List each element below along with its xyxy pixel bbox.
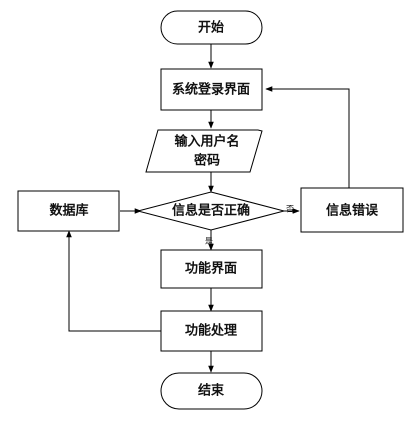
node-labels: 开始 系统登录界面 输入用户名 密码 信息是否正确 信息错误 数据库 功能界面 … xyxy=(49,20,379,399)
database-label: 数据库 xyxy=(49,203,88,219)
input-label-line2: 密码 xyxy=(193,153,220,169)
start-label: 开始 xyxy=(198,20,224,36)
edges xyxy=(66,44,350,373)
edge-funcproc-to-database xyxy=(66,230,161,332)
database-box xyxy=(17,190,120,232)
error-box xyxy=(300,187,404,233)
check-label: 信息是否正确 xyxy=(172,203,250,219)
check-diamond xyxy=(136,191,286,231)
edge-label-no: 否 xyxy=(286,205,294,214)
login-box xyxy=(160,68,263,111)
end-terminator xyxy=(160,372,263,410)
nodes xyxy=(17,10,404,410)
func-proc-box xyxy=(160,310,263,352)
edge-label-yes: 是 xyxy=(205,237,213,246)
edge-labels: 否 是 xyxy=(205,205,294,246)
func-ui-box xyxy=(160,249,263,289)
start-terminator xyxy=(160,10,263,45)
login-label: 系统登录界面 xyxy=(172,82,250,98)
input-label-line1: 输入用户名 xyxy=(174,134,239,150)
func-proc-label: 功能处理 xyxy=(185,323,237,339)
input-parallelogram xyxy=(145,129,263,173)
func-ui-label: 功能界面 xyxy=(185,261,237,277)
error-label: 信息错误 xyxy=(326,203,379,219)
end-label: 结束 xyxy=(198,383,225,399)
edge-error-to-login xyxy=(265,86,350,188)
